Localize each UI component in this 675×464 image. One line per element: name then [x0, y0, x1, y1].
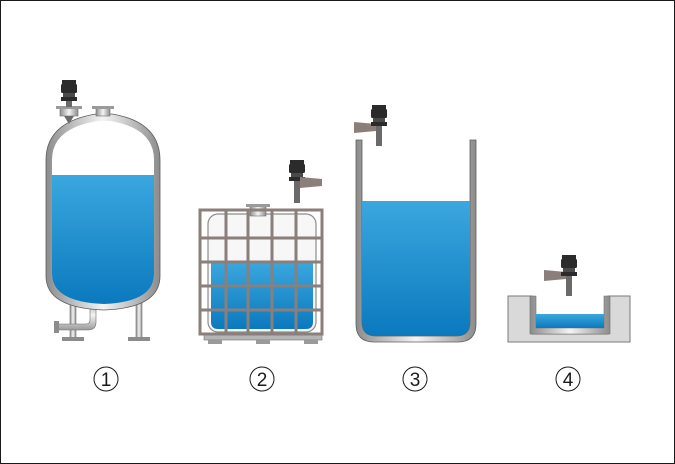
installation-1-pressure-tank: [45, 80, 161, 341]
channel-wall: [529, 295, 611, 335]
svg-text:2: 2: [257, 370, 268, 391]
installation-3-open-vessel: [354, 105, 477, 343]
mounting-bracket: [354, 122, 376, 133]
vessel-liquid: [362, 201, 470, 336]
mounting-bracket: [300, 177, 322, 188]
label-2: 2: [249, 366, 275, 392]
ibc-cage: [198, 208, 324, 336]
label-3: 3: [402, 366, 428, 392]
svg-text:3: 3: [410, 370, 421, 391]
ibc-liquid: [211, 262, 313, 329]
svg-text:4: 4: [563, 370, 574, 391]
tank-liquid: [52, 175, 154, 304]
mounting-bracket: [544, 270, 566, 281]
installation-2-ibc-container: [198, 160, 324, 344]
installation-4-channel-basin: [507, 255, 631, 343]
channel-liquid: [536, 314, 604, 328]
svg-text:1: 1: [101, 370, 112, 391]
label-4: 4: [555, 366, 581, 392]
label-1: 1: [93, 366, 119, 392]
